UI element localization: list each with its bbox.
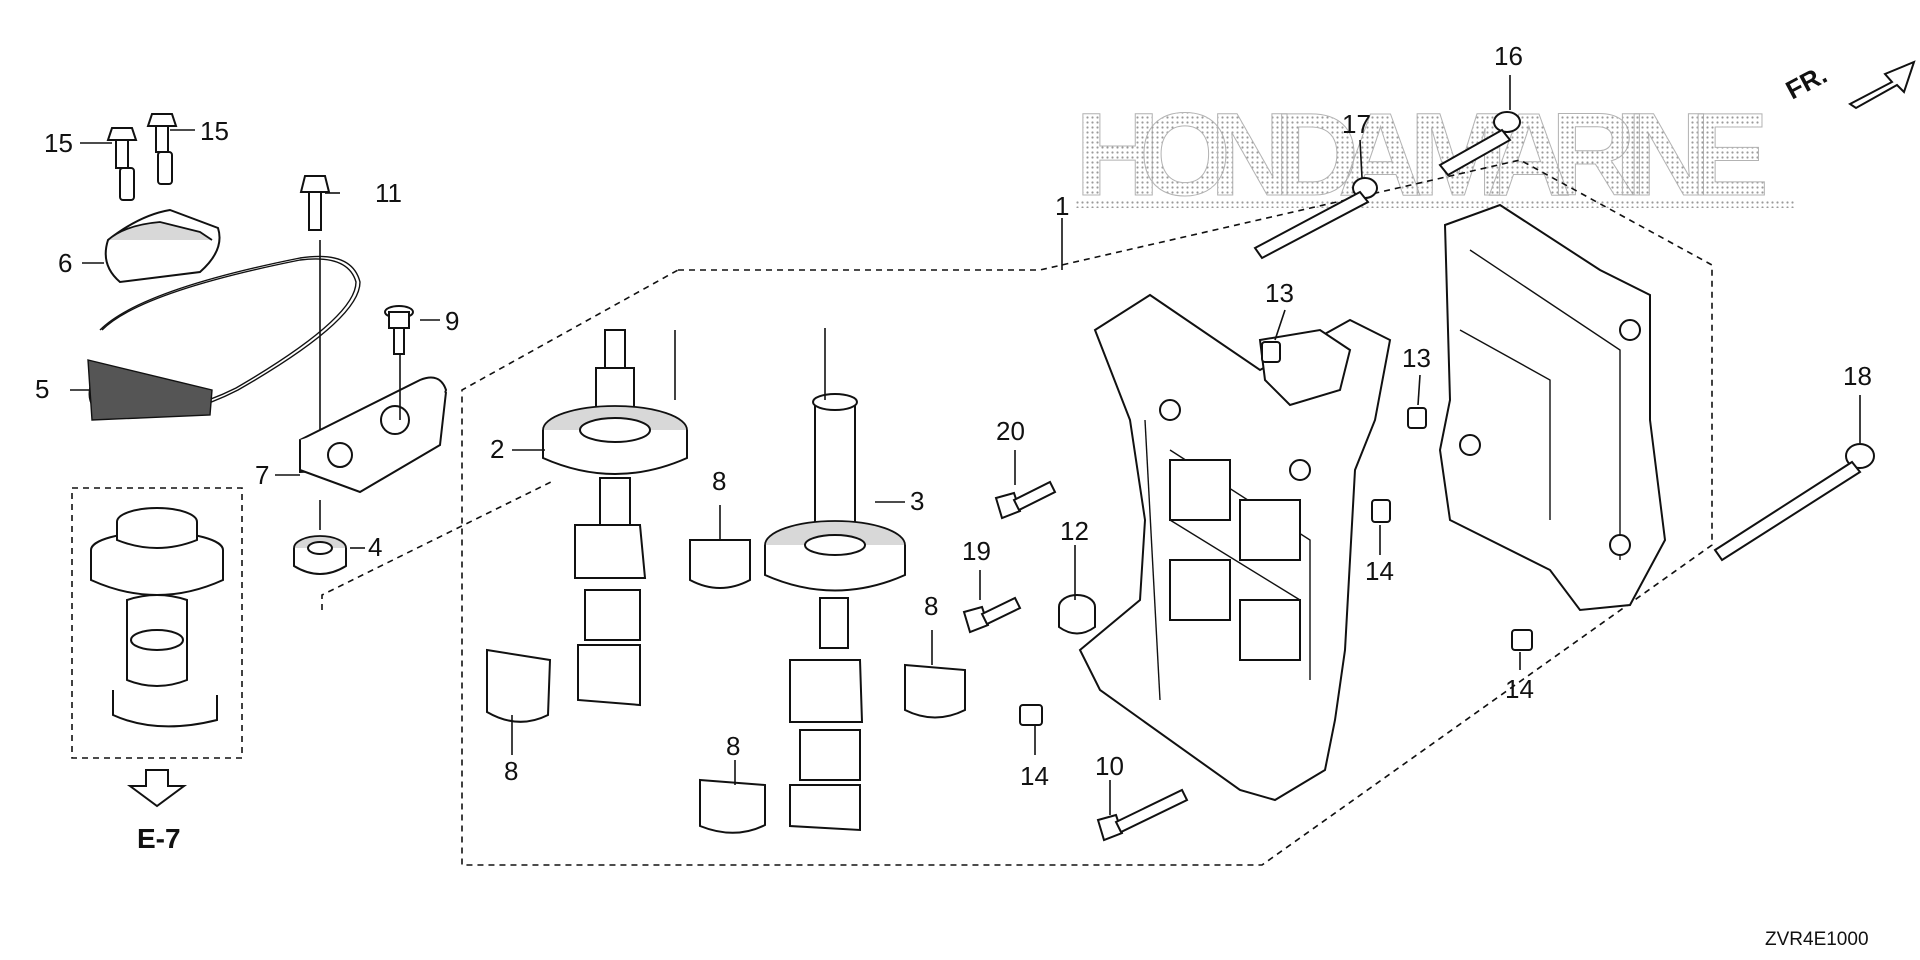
e7-gear-illustration: [90, 507, 224, 728]
bolt-part-16: [1438, 111, 1521, 177]
callout-7: 7: [255, 460, 269, 490]
callout-16: 16: [1494, 41, 1523, 71]
callout-20: 20: [996, 416, 1025, 446]
dowel-part-14-c: [1511, 629, 1533, 651]
tensioner-part-6: [104, 113, 221, 284]
camshaft-group-outline: [321, 479, 556, 610]
bolt-part-9: [384, 305, 414, 355]
callout-6: 6: [58, 248, 72, 278]
callout-11: 11: [375, 178, 402, 208]
callout-15b: 15: [200, 116, 229, 146]
bolt-part-20: [994, 480, 1057, 520]
callout-14c: 14: [1505, 674, 1534, 704]
bolt-part-11: [299, 175, 331, 231]
bolt-part-10: [1096, 788, 1189, 842]
callout-13b: 13: [1402, 343, 1431, 373]
callout-4: 4: [368, 532, 382, 562]
bolt-part-19: [962, 596, 1022, 634]
bearing-part-8-d: [699, 778, 766, 834]
honda-marine-watermark: HONDA MARINE: [1075, 89, 1795, 222]
bearing-part-8-a: [689, 539, 751, 589]
dowel-part-14-b: [1371, 499, 1391, 523]
callout-2: 2: [490, 434, 504, 464]
chain-guide-part-7: [299, 376, 448, 494]
bolt-part-18: [1713, 443, 1875, 562]
callout-1: 1: [1055, 191, 1069, 221]
front-arrow-icon: [1848, 60, 1916, 110]
callout-19: 19: [962, 536, 991, 566]
cam-chain-part-5: [87, 255, 361, 421]
e7-reference-label: E-7: [137, 823, 181, 854]
callout-13a: 13: [1265, 278, 1294, 308]
bearing-part-8-b: [486, 648, 552, 723]
callout-18: 18: [1843, 361, 1872, 391]
callout-17: 17: [1342, 109, 1371, 139]
dowel-part-14-a: [1019, 704, 1043, 726]
bolt-part-17: [1253, 177, 1378, 260]
callout-14b: 14: [1365, 556, 1394, 586]
callout-9: 9: [445, 306, 459, 336]
camshaft-part-2: [542, 329, 688, 707]
leader-lines: [70, 75, 1861, 815]
bearing-part-8-c: [904, 663, 966, 719]
cylinder-head-cover: [1438, 203, 1667, 612]
diagram-code: ZVR4E1000: [1765, 929, 1869, 950]
callout-8b: 8: [504, 756, 518, 786]
callout-8a: 8: [712, 466, 726, 496]
callout-3: 3: [910, 486, 924, 516]
callout-12: 12: [1060, 516, 1089, 546]
watermark-text: HONDA MARINE: [1075, 89, 1795, 221]
bushing-part-12: [1058, 594, 1096, 635]
callout-5: 5: [35, 374, 49, 404]
watermark-rule: [1075, 200, 1795, 208]
assembly-group-outline: [461, 159, 1713, 866]
callout-15a: 15: [44, 128, 73, 158]
part-callouts: 1 2 3 4 5 6 7 8 8 8 8 9 10 11 12 13 13 1…: [35, 41, 1872, 791]
callout-8c: 8: [924, 591, 938, 621]
e7-reference-arrow: E-7: [126, 769, 188, 854]
callout-8d: 8: [726, 731, 740, 761]
camshaft-part-3: [764, 393, 906, 832]
down-arrow-icon: [126, 769, 188, 808]
dowel-part-13-b: [1407, 407, 1427, 429]
front-direction-arrow: FR.: [1781, 59, 1916, 110]
cylinder-head-part-1: [1078, 293, 1392, 802]
callout-14a: 14: [1020, 761, 1049, 791]
dowel-part-13-a: [1261, 341, 1281, 363]
sprocket-part-4: [293, 535, 347, 575]
callout-10: 10: [1095, 751, 1124, 781]
